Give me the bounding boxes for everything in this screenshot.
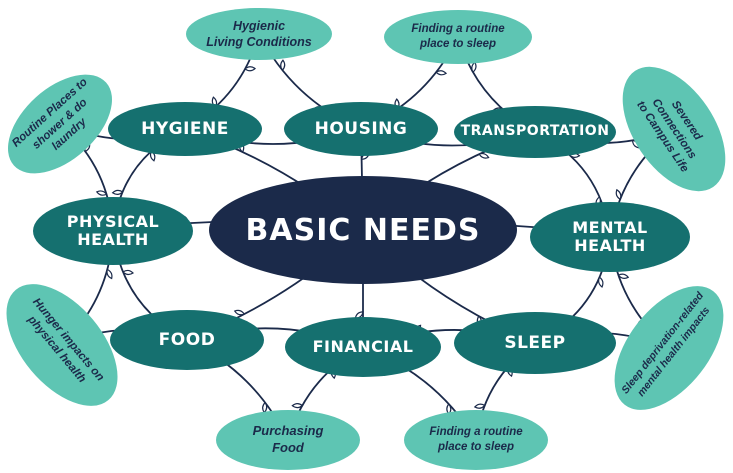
leaf-icon	[435, 70, 448, 76]
leaf-icon	[478, 152, 490, 159]
need-ellipse-hygiene	[108, 102, 262, 156]
leaf-icon	[95, 190, 108, 196]
leaf-icon	[244, 66, 257, 72]
impact-ellipse-hunger-impacts	[6, 284, 118, 406]
impact-ellipse-routine-sleep-bottom	[404, 410, 548, 470]
leaf-icon	[111, 189, 124, 195]
leaf-icon	[106, 268, 113, 280]
need-ellipse-mental-health	[530, 202, 690, 272]
leaf-icon	[262, 401, 268, 414]
impact-ellipse-purchasing-food	[216, 410, 360, 470]
leaf-icon	[598, 276, 604, 288]
leaf-icon	[122, 269, 134, 276]
leaf-icon	[617, 273, 630, 279]
need-ellipse-housing	[284, 102, 438, 156]
leaf-icon	[615, 188, 622, 201]
leaf-icon	[280, 59, 286, 72]
impact-ellipse-sleep-deprivation	[614, 286, 724, 410]
need-ellipse-financial	[285, 317, 441, 377]
center-ellipse	[209, 176, 517, 284]
impact-ellipse-severed-connections	[622, 66, 726, 192]
impact-ellipse-routine-shower	[8, 74, 112, 174]
leaf-icon	[291, 403, 304, 409]
impact-ellipse-routine-sleep-top	[384, 10, 532, 64]
leaf-icon	[473, 403, 486, 409]
impact-ellipse-hygienic-living	[186, 8, 332, 60]
need-ellipse-transportation	[454, 106, 616, 158]
need-ellipse-food	[110, 310, 264, 370]
need-ellipse-sleep	[454, 312, 616, 374]
need-ellipse-physical-health	[33, 197, 193, 265]
leaf-icon	[233, 309, 246, 316]
diagram-shapes	[6, 8, 726, 470]
